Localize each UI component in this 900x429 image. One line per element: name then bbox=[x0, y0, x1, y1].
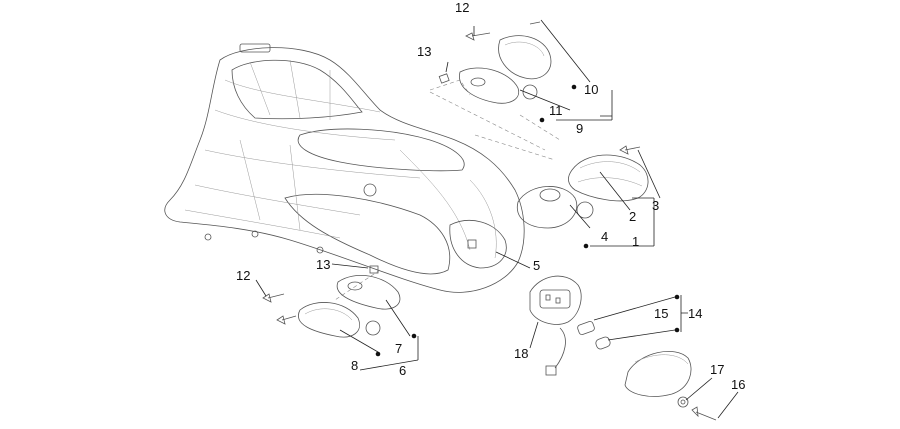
callout-14: 14 bbox=[688, 306, 702, 321]
front-left-signal-assembly bbox=[262, 265, 401, 338]
callout-13-left: 13 bbox=[316, 257, 330, 272]
license-plate-light-assembly bbox=[529, 275, 717, 421]
callout-labels: 12 13 10 11 9 3 2 4 1 5 13 12 7 8 6 18 1… bbox=[236, 0, 745, 392]
callout-1: 1 bbox=[632, 234, 639, 249]
callout-16: 16 bbox=[731, 377, 745, 392]
callout-11: 11 bbox=[549, 103, 563, 118]
callout-7: 7 bbox=[395, 341, 402, 356]
callout-18: 18 bbox=[514, 346, 528, 361]
callout-12-left: 12 bbox=[236, 268, 250, 283]
callout-15: 15 bbox=[654, 306, 668, 321]
callout-6: 6 bbox=[399, 363, 406, 378]
front-shield-body bbox=[164, 43, 525, 293]
callout-9: 9 bbox=[576, 121, 583, 136]
callout-10: 10 bbox=[584, 82, 598, 97]
callout-5: 5 bbox=[533, 258, 540, 273]
callout-12-top: 12 bbox=[455, 0, 469, 15]
rear-signal-lamp-assembly bbox=[438, 21, 552, 104]
callout-13-top: 13 bbox=[417, 44, 431, 59]
front-right-signal-assembly bbox=[516, 145, 649, 229]
part-marker-dots bbox=[375, 84, 680, 357]
callout-4: 4 bbox=[601, 229, 608, 244]
callout-17: 17 bbox=[710, 362, 724, 377]
callout-3: 3 bbox=[652, 198, 659, 213]
callout-8: 8 bbox=[351, 358, 358, 373]
callout-2: 2 bbox=[629, 209, 636, 224]
callout-leader-lines bbox=[255, 19, 739, 419]
